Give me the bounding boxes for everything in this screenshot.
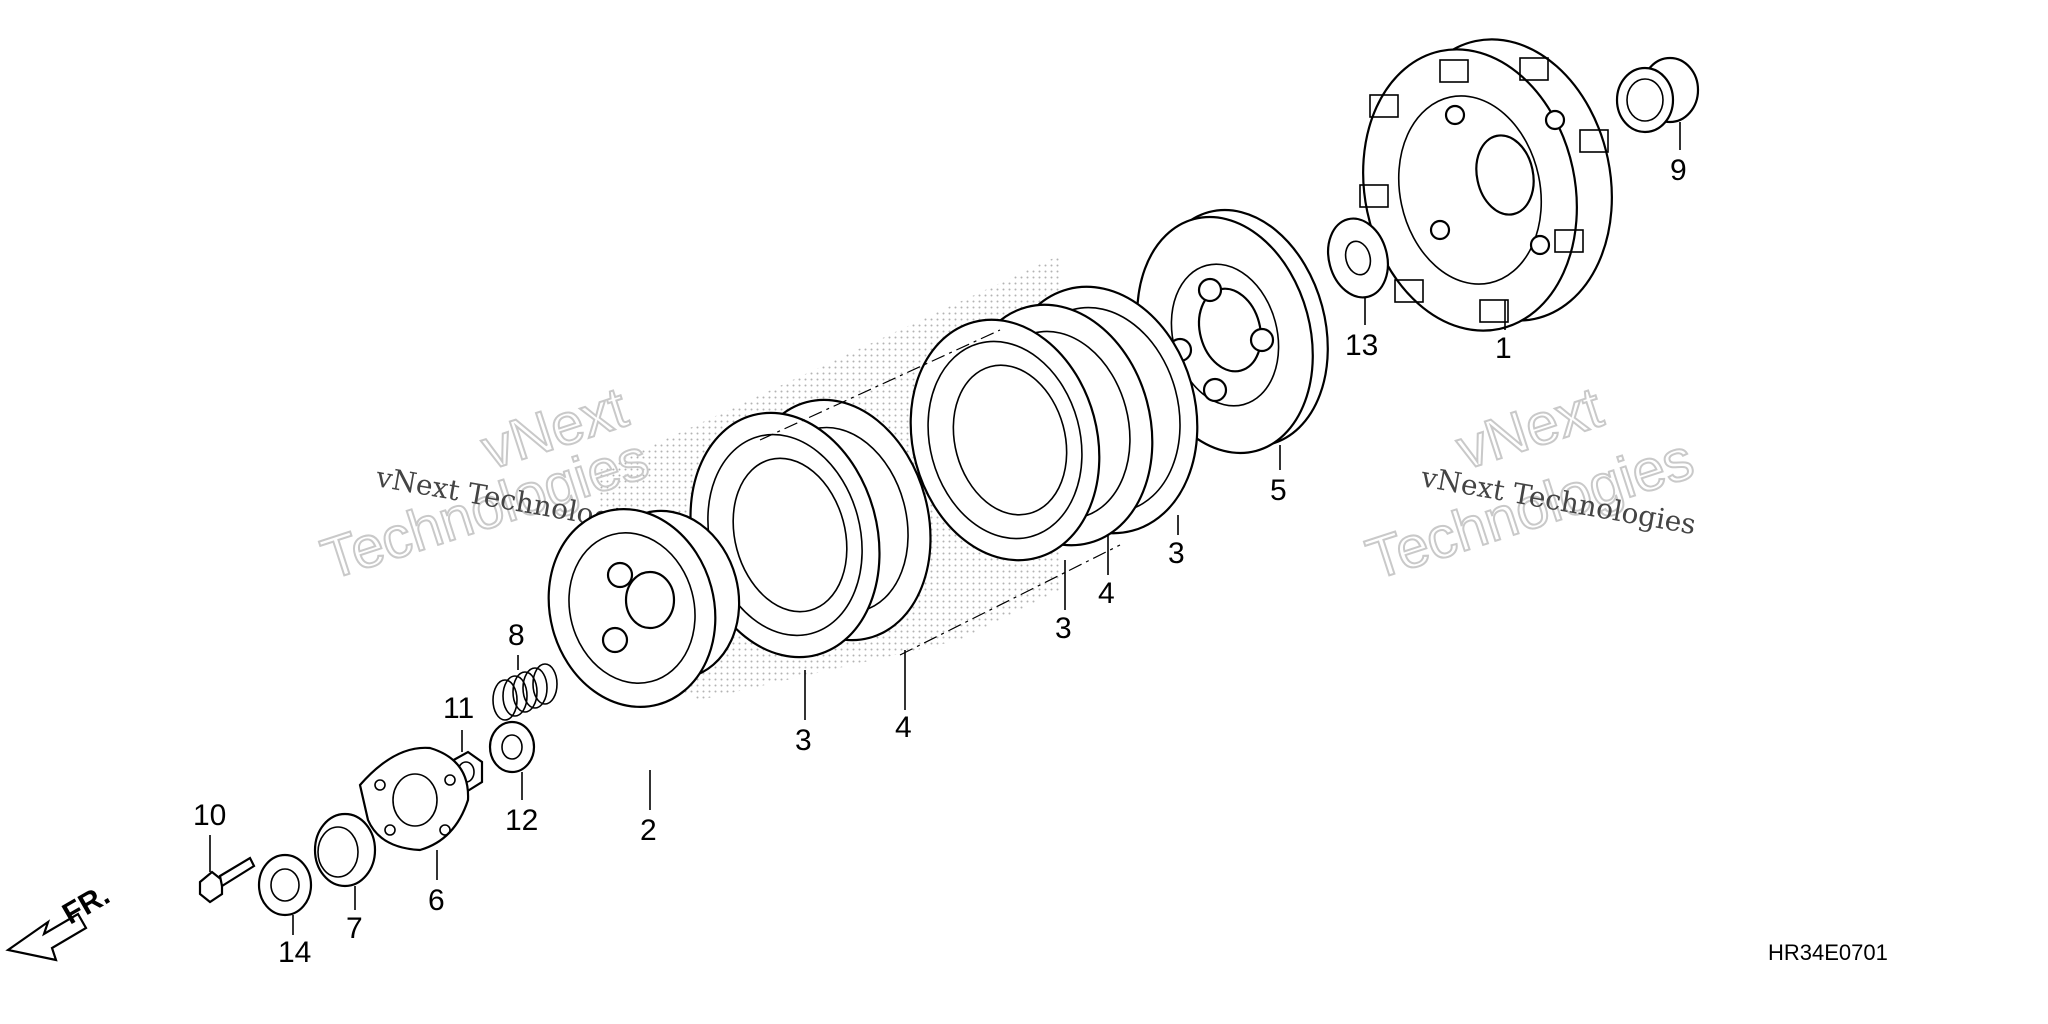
- bushing[interactable]: [1615, 56, 1700, 134]
- callout-8: 8: [508, 619, 525, 652]
- callout-14: 14: [278, 936, 311, 969]
- callout-3-middle: 3: [1055, 612, 1072, 645]
- clutch-spring[interactable]: [492, 663, 558, 721]
- callout-1: 1: [1495, 332, 1512, 365]
- lock-washer[interactable]: [488, 720, 536, 774]
- leader-lines: [209, 122, 1681, 935]
- thrust-washer[interactable]: [1320, 212, 1397, 304]
- watermark-right: vNext Technologies vNext Technologies: [1358, 374, 1702, 594]
- ball-bearing[interactable]: [257, 853, 313, 917]
- callout-6: 6: [428, 884, 445, 917]
- callout-5: 5: [1270, 474, 1287, 507]
- callout-3-right: 3: [1168, 537, 1185, 570]
- callout-12: 12: [505, 804, 538, 837]
- callout-10: 10: [193, 799, 226, 832]
- callouts: 1 9 13 5 3 4 3 4 3 2 8 12 11 6 7 14 10: [193, 154, 1687, 969]
- front-direction-arrow: FR.: [5, 878, 115, 962]
- alignment-lines: [759, 329, 1121, 656]
- callout-9: 9: [1670, 154, 1687, 187]
- lifter-ring[interactable]: [313, 812, 377, 888]
- callout-4-left: 4: [895, 711, 912, 744]
- diagram-reference: HR34E0701: [1768, 940, 1888, 965]
- callout-3-left: 3: [795, 724, 812, 757]
- lifter-plate[interactable]: [358, 746, 470, 852]
- callout-2: 2: [640, 814, 657, 847]
- outer-clutch-housing[interactable]: [1338, 19, 1637, 350]
- callout-4-right: 4: [1098, 577, 1115, 610]
- callout-11: 11: [443, 692, 474, 725]
- callout-7: 7: [346, 912, 363, 945]
- friction-disc-right-inner[interactable]: [885, 298, 1126, 581]
- clutch-center[interactable]: [527, 490, 758, 726]
- flange-bolt[interactable]: [198, 856, 256, 904]
- callout-13: 13: [1345, 329, 1378, 362]
